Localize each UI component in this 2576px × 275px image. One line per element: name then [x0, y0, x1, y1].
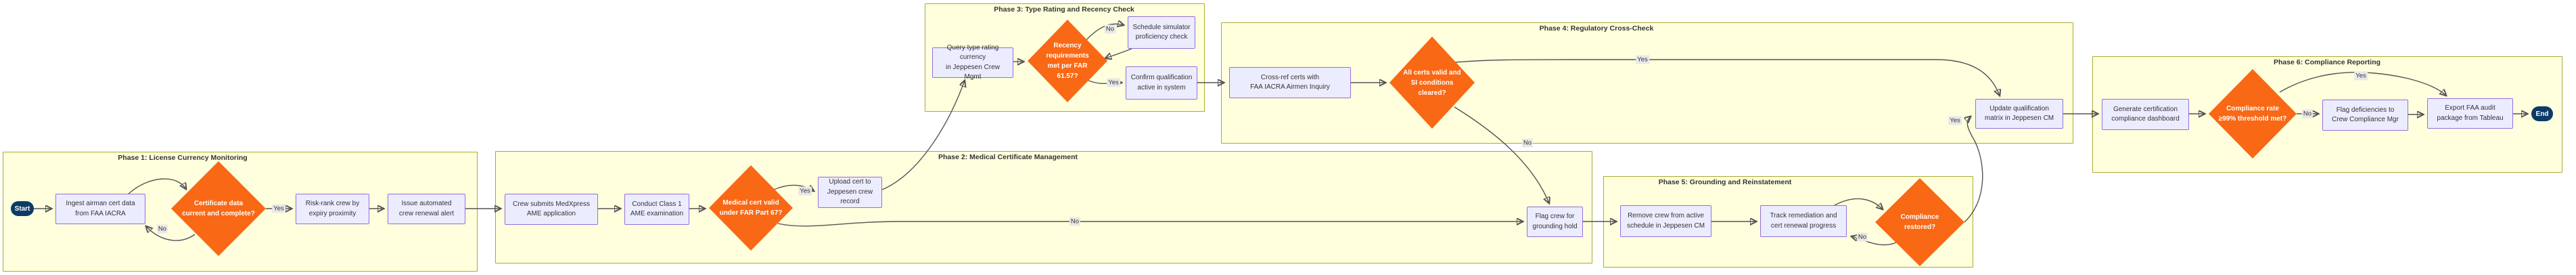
phase-5-title: Phase 5: Grounding and Reinstatement [1658, 178, 1792, 186]
edge-label-yes: Yes [2354, 71, 2368, 81]
node-export-faa-audit: Export FAA audit package from Tableau [2427, 98, 2513, 129]
phase-4-title: Phase 4: Regulatory Cross-Check [1539, 24, 1654, 33]
edge-label-no: No [1856, 232, 1868, 242]
node-flag-deficiencies: Flag deficiencies to Crew Compliance Mgr [2322, 100, 2408, 131]
edge-label-yes: Yes [1948, 116, 1962, 125]
node-conduct-class1-exam: Conduct Class 1 AME examination [624, 194, 689, 225]
node-track-remediation: Track remediation and cert renewal progr… [1760, 205, 1847, 237]
node-issue-renewal-alert: Issue automated crew renewal alert [388, 194, 465, 224]
edge-label-yes: Yes [1107, 78, 1120, 87]
node-crew-submits-medxpress: Crew submits MedXpress AME application [505, 194, 598, 225]
node-remove-crew-schedule: Remove crew from active schedule in Jepp… [1620, 205, 1711, 237]
edge-label-no: No [1521, 138, 1534, 148]
node-risk-rank-crew: Risk-rank crew by expiry proximity [296, 194, 369, 224]
phase-2-title: Phase 2: Medical Certificate Management [938, 153, 1078, 161]
node-schedule-simulator-check: Schedule simulator proficiency check [1128, 16, 1195, 49]
end-node: End [2531, 106, 2553, 121]
start-node: Start [11, 201, 34, 216]
edge-label-no: No [1104, 24, 1116, 34]
node-query-type-rating: Query type rating currency in Jeppesen C… [932, 44, 1013, 81]
phase-1-title: Phase 1: License Currency Monitoring [118, 154, 248, 162]
edge-label-no: No [1069, 217, 1081, 226]
node-generate-compliance-dashboard: Generate certification compliance dashbo… [2102, 99, 2189, 130]
node-confirm-qualification: Confirm qualification active in system [1126, 66, 1197, 100]
node-ingest-airman-cert-data: Ingest airman cert data from FAA IACRA [55, 194, 145, 224]
edge-label-yes: Yes [1636, 55, 1649, 64]
node-update-qualification-matrix: Update qualification matrix in Jeppesen … [1975, 99, 2063, 129]
phase-6-title: Phase 6: Compliance Reporting [2273, 58, 2381, 66]
node-crossref-faa-iacra: Cross-ref certs with FAA IACRA Airmen In… [1229, 67, 1351, 98]
edge-label-no: No [2301, 109, 2314, 119]
edge-label-yes: Yes [798, 186, 812, 196]
edge-label-no: No [156, 224, 168, 234]
edge-label-yes: Yes [272, 204, 285, 213]
node-upload-cert-jeppesen: Upload cert to Jeppesen crew record [818, 177, 882, 208]
phase-3-title: Phase 3: Type Rating and Recency Check [994, 5, 1134, 14]
node-flag-grounding-hold: Flag crew for grounding hold [1527, 207, 1583, 237]
